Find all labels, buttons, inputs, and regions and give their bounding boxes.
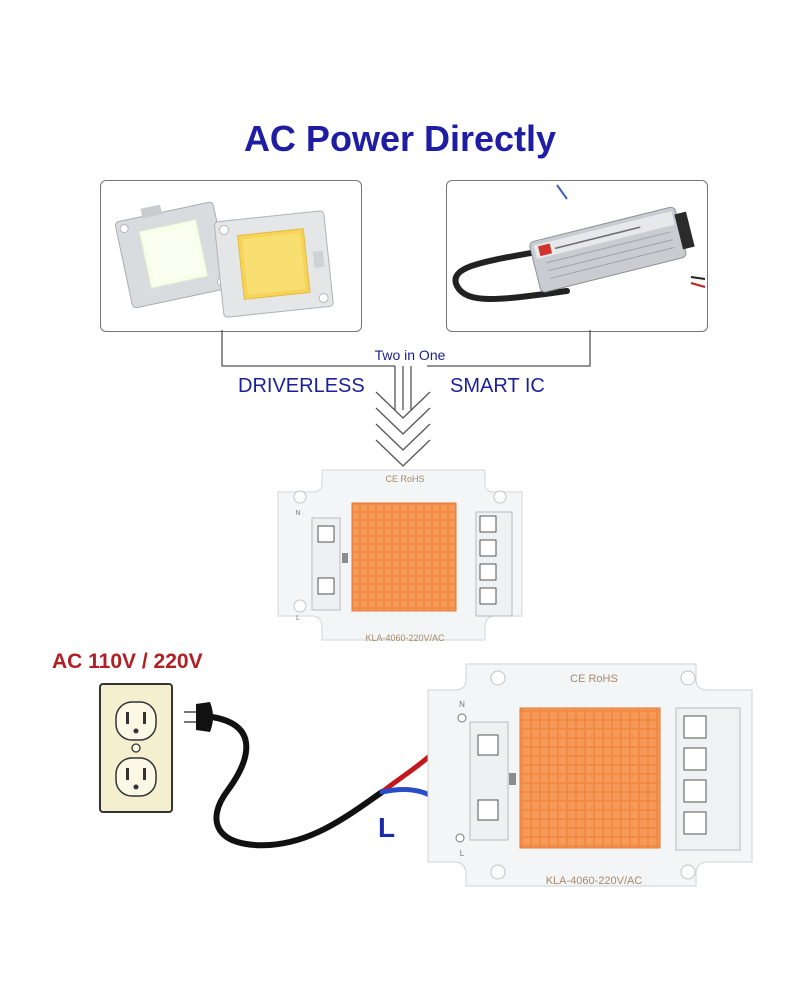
driverless-label: DRIVERLESS — [238, 375, 365, 397]
power-voltage-label: AC 110V / 220V — [52, 650, 203, 673]
bottom-board-marking: CE RoHS — [570, 673, 618, 685]
live-wire-label: L — [378, 812, 396, 843]
led-driver-illustration — [452, 184, 706, 302]
top-board-pin-l: L — [296, 615, 300, 622]
top-board-model: KLA-4060-220V/AC — [365, 633, 445, 643]
bottom-board-model: KLA-4060-220V/AC — [546, 875, 643, 887]
top-board-marking: CE RoHS — [385, 474, 424, 484]
wall-outlet-icon — [99, 683, 173, 813]
cob-led-chips-image — [100, 180, 362, 332]
page-title: AC Power Directly — [243, 118, 557, 159]
smart-ic-label: SMART IC — [450, 375, 545, 397]
bottom-board-pin-n: N — [459, 700, 465, 709]
two-in-one-label: Two in One — [374, 347, 446, 363]
led-driver-image — [446, 180, 708, 332]
top-board-pin-n: N — [295, 510, 300, 517]
down-chevrons-icon — [375, 391, 431, 467]
bottom-board-pin-l: L — [460, 849, 465, 858]
plug-icon — [184, 702, 213, 732]
cob-chips-illustration — [114, 201, 334, 318]
